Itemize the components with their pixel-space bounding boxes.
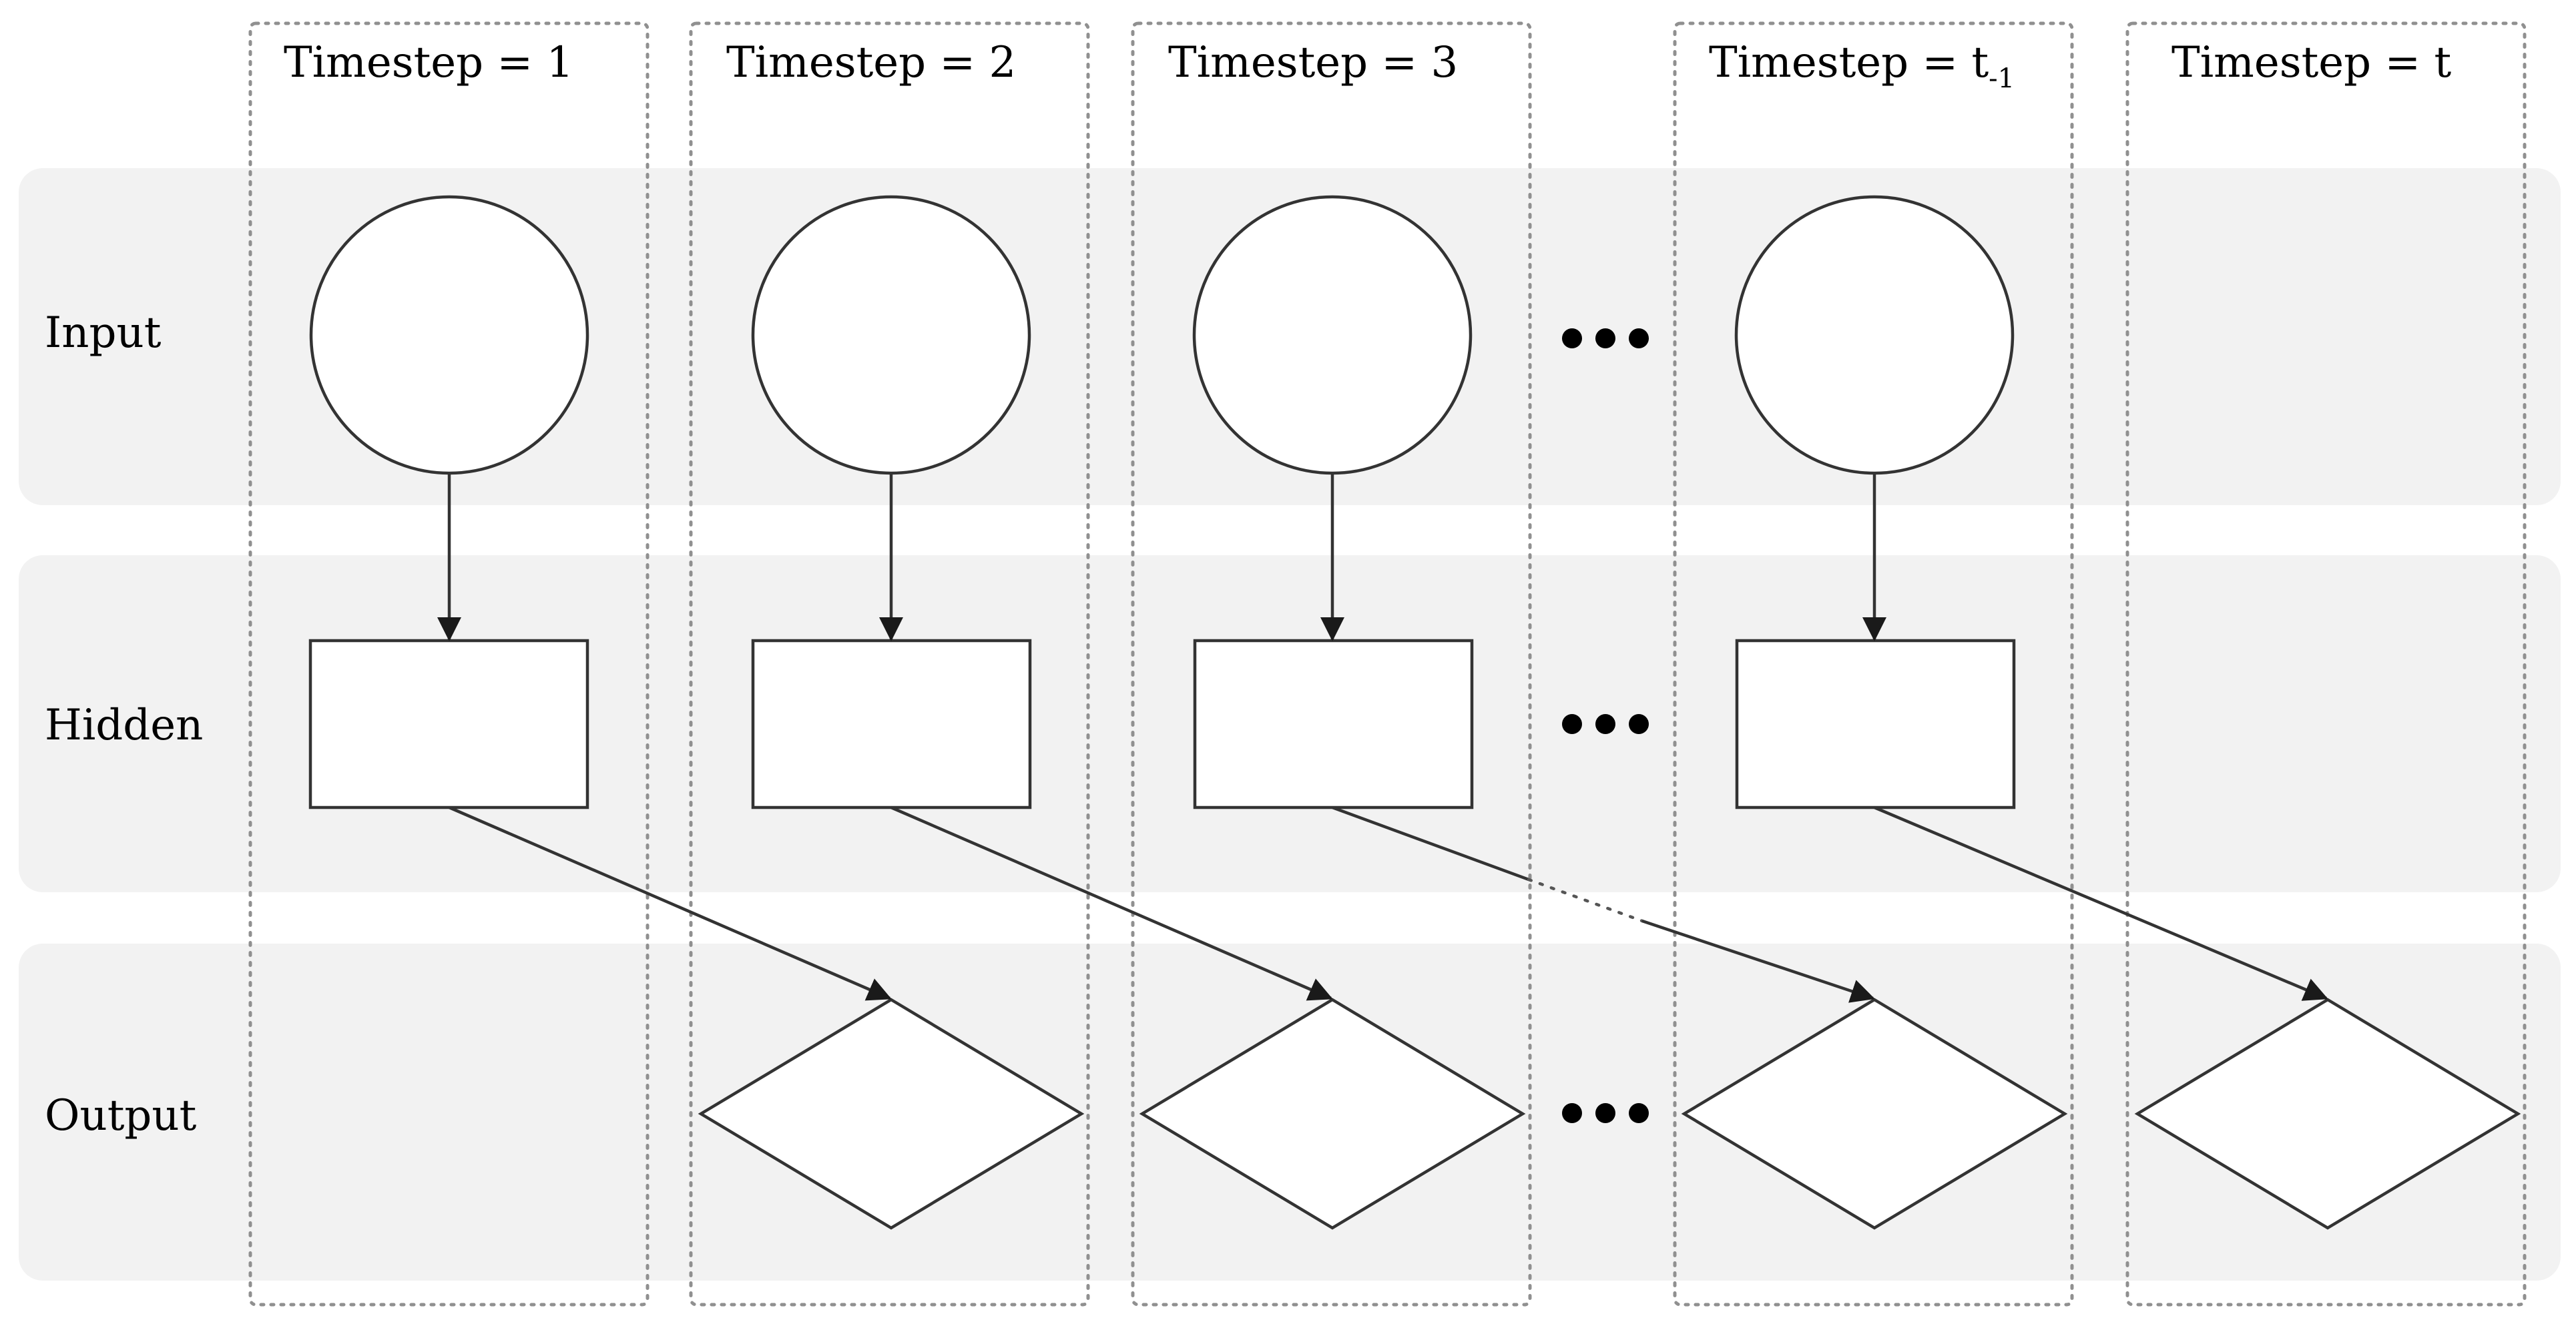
edge-hidden-3-dotted-gap bbox=[1527, 878, 1644, 923]
row-label-output: Output bbox=[45, 1091, 197, 1140]
ellipsis-dot bbox=[1562, 328, 1582, 348]
timestep-column-t-minus-1 bbox=[1673, 21, 2074, 1307]
timestep-column-1 bbox=[248, 21, 650, 1307]
timestep-label-t: Timestep = t bbox=[2171, 38, 2451, 87]
output-node-2 bbox=[698, 998, 1085, 1230]
ellipsis-dot bbox=[1629, 1103, 1649, 1123]
output-node-t bbox=[2134, 998, 2521, 1230]
timestep-column-t bbox=[2125, 21, 2527, 1307]
output-node-t-minus-1 bbox=[1681, 998, 2068, 1230]
timestep-label-t-minus-1-subscript: -1 bbox=[1989, 63, 2015, 94]
edge-hidden-3-to-gap bbox=[1332, 805, 1529, 882]
edge-hidden-1-to-output-2 bbox=[449, 805, 892, 1001]
ellipsis-dot bbox=[1595, 1103, 1615, 1123]
edge-hidden-2-to-output-3 bbox=[890, 805, 1333, 1001]
ellipsis-input-row bbox=[1562, 328, 1649, 348]
row-label-hidden: Hidden bbox=[45, 701, 203, 750]
ellipsis-dot bbox=[1629, 714, 1649, 734]
ellipsis-dot bbox=[1562, 1103, 1582, 1123]
input-node-2 bbox=[751, 195, 1031, 475]
timestep-column-2 bbox=[689, 21, 1090, 1307]
timestep-label-1: Timestep = 1 bbox=[284, 38, 573, 87]
timestep-label-t-minus-1: Timestep = t-1 bbox=[1709, 38, 2015, 94]
hidden-node-3 bbox=[1193, 639, 1474, 809]
output-node-3 bbox=[1139, 998, 1526, 1230]
ellipsis-dot bbox=[1562, 714, 1582, 734]
input-node-t-minus-1 bbox=[1734, 195, 2015, 475]
ellipsis-dot bbox=[1595, 714, 1615, 734]
timestep-column-3 bbox=[1131, 21, 1532, 1307]
ellipsis-dot bbox=[1629, 328, 1649, 348]
ellipsis-hidden-row bbox=[1562, 714, 1649, 734]
ellipsis-dot bbox=[1595, 328, 1615, 348]
input-node-3 bbox=[1192, 195, 1473, 475]
timestep-label-2: Timestep = 2 bbox=[726, 38, 1016, 87]
edge-gap-to-output-t-minus-1 bbox=[1641, 919, 1875, 1003]
hidden-node-1 bbox=[308, 639, 589, 809]
row-label-input: Input bbox=[45, 308, 162, 358]
timestep-label-t-minus-1-text: Timestep = t bbox=[1709, 38, 1989, 87]
hidden-node-t-minus-1 bbox=[1735, 639, 2016, 809]
ellipsis-output-row bbox=[1562, 1103, 1649, 1123]
input-node-1 bbox=[309, 195, 589, 475]
edge-hidden-t-minus-1-to-output-t bbox=[1874, 805, 2328, 1001]
timestep-label-3: Timestep = 3 bbox=[1168, 38, 1458, 87]
hidden-node-2 bbox=[751, 639, 1032, 809]
